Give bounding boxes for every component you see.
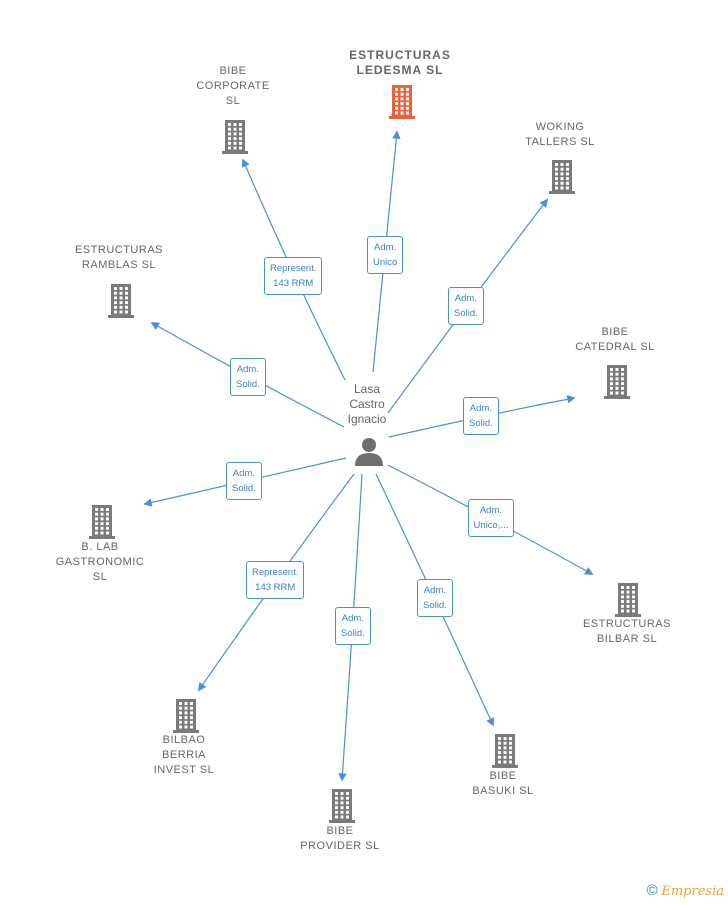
edge-label-corporate[interactable]: Represent. 143 RRM [264, 257, 323, 295]
edge-label-provider[interactable]: Adm. Solid. [335, 607, 371, 645]
person-icon[interactable] [355, 438, 383, 466]
edge-label-woking[interactable]: Adm. Solid. [448, 287, 484, 325]
building-icon-basuki[interactable] [492, 734, 518, 768]
node-label-basuki[interactable]: BIBE BASUKI SL [472, 770, 534, 797]
edge-label-ramblas[interactable]: Adm. Solid. [230, 358, 266, 396]
node-label-catedral[interactable]: BIBE CATEDRAL SL [575, 326, 655, 353]
edge-label-basuki[interactable]: Adm. Solid. [417, 579, 453, 617]
edge-label-lab[interactable]: Adm. Solid. [226, 462, 262, 500]
building-icon-catedral[interactable] [604, 365, 630, 399]
building-icon-bilbar[interactable] [615, 583, 641, 617]
building-icon-ledesma[interactable] [389, 85, 415, 119]
node-label-ledesma[interactable]: ESTRUCTURAS LEDESMA SL [349, 48, 451, 77]
edge-label-ledesma[interactable]: Adm. Unico [367, 236, 404, 274]
footer: © Empresia [647, 882, 724, 899]
node-label-lab[interactable]: B. LAB GASTRONOMIC SL [55, 541, 145, 583]
building-icon-ramblas[interactable] [108, 284, 134, 318]
edge-label-bilbao[interactable]: Represent. 143 RRM [246, 561, 305, 599]
edge-label-catedral[interactable]: Adm. Solid. [463, 397, 499, 435]
node-label-corporate[interactable]: BIBE CORPORATE SL [196, 65, 270, 107]
node-label-bilbar[interactable]: ESTRUCTURAS BILBAR SL [582, 618, 671, 645]
building-icon-lab[interactable] [89, 505, 115, 539]
building-icon-bilbao[interactable] [173, 699, 199, 733]
node-label-woking[interactable]: WOKING TALLERS SL [525, 121, 595, 148]
brand-logo[interactable]: Empresia [661, 884, 724, 899]
node-label-provider[interactable]: BIBE PROVIDER SL [300, 825, 380, 852]
building-icon-provider[interactable] [329, 789, 355, 823]
node-label-ramblas[interactable]: ESTRUCTURAS RAMBLAS SL [74, 244, 163, 271]
copyright-icon: © [646, 882, 658, 899]
building-icon-corporate[interactable] [222, 120, 248, 154]
building-icon-woking[interactable] [549, 160, 575, 194]
center-person-label[interactable]: Lasa Castro Ignacio [347, 382, 387, 426]
node-label-bilbao[interactable]: BILBAO BERRIA INVEST SL [153, 734, 215, 776]
edge-label-bilbar[interactable]: Adm. Unico,... [467, 499, 515, 537]
